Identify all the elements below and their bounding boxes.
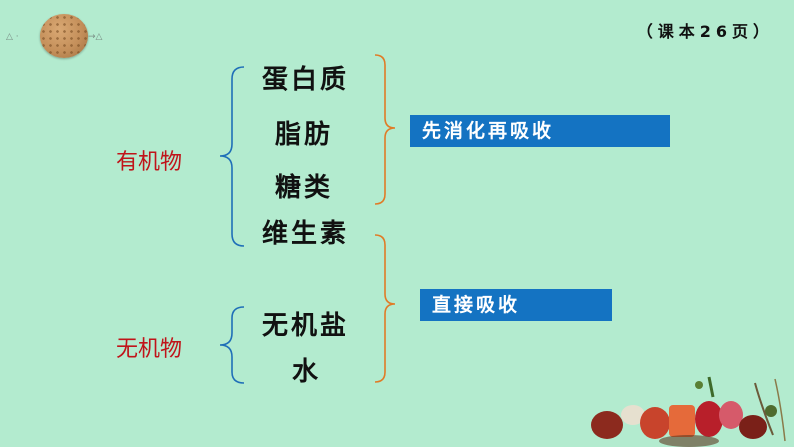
nutrient-water: 水 bbox=[292, 357, 322, 387]
nutrient-vitamin: 维生素 bbox=[262, 219, 350, 249]
organic-brace bbox=[219, 66, 245, 247]
page-reference: （课本26页） bbox=[636, 22, 774, 41]
food-decoration-icon bbox=[591, 376, 786, 447]
digest-bracket bbox=[374, 54, 396, 205]
absorb-bracket bbox=[374, 234, 396, 383]
inorganic-brace bbox=[219, 306, 245, 384]
nutrient-mineral: 无机盐 bbox=[262, 311, 350, 341]
cookie-icon bbox=[40, 14, 88, 58]
triangle-marker-icon: △ · bbox=[6, 32, 19, 42]
nutrient-sugar: 糖类 bbox=[275, 173, 334, 203]
nutrient-protein: 蛋白质 bbox=[262, 65, 350, 95]
organic-label: 有机物 bbox=[116, 150, 183, 175]
inorganic-label: 无机物 bbox=[116, 337, 183, 362]
direct-absorb-tag: 直接吸收 bbox=[420, 289, 612, 321]
nutrient-fat: 脂肪 bbox=[275, 120, 334, 150]
triangle-marker-icon: →△ bbox=[88, 32, 103, 42]
digest-first-tag: 先消化再吸收 bbox=[410, 115, 670, 147]
